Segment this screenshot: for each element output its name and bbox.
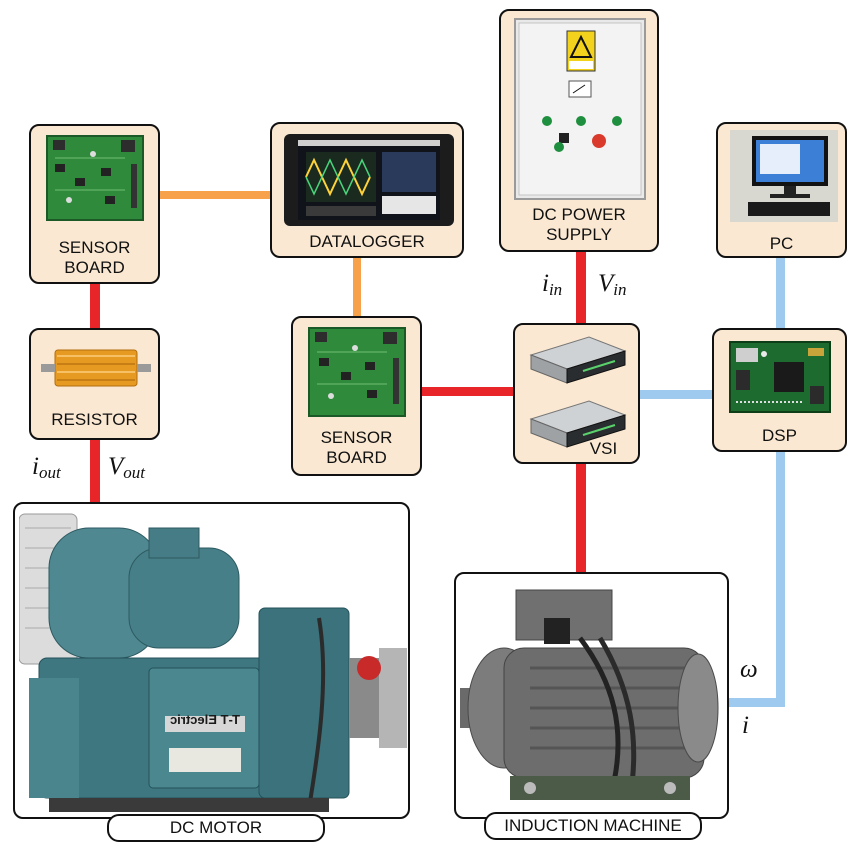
resistor-box: RESISTOR [29, 328, 160, 440]
v-in-symbol: Vin [598, 270, 627, 299]
induction-machine-box [454, 572, 729, 819]
datalogger-box: DATALOGGER [270, 122, 464, 258]
omega-symbol: ω [740, 656, 758, 683]
dc-power-supply-label: DC POWER SUPPLY [532, 205, 626, 244]
sensor-board-top-label: SENSOR BOARD [58, 238, 131, 277]
dc-motor-box: T-T Electric [13, 502, 410, 819]
wire-sensor-to-resistor [90, 281, 100, 333]
dsp-box: DSP [712, 328, 847, 452]
vsi-label: VSI [589, 439, 618, 458]
vsi-box: VSI [513, 323, 640, 464]
pc-icon [730, 130, 838, 222]
sensor-board-icon [308, 327, 406, 417]
wire-dsp-down [776, 450, 785, 706]
i-out-symbol: iout [32, 453, 61, 482]
induction-machine-label: INDUCTION MACHINE [484, 812, 702, 840]
wire-sensor-to-vsi [420, 387, 516, 396]
wire-supply-to-vsi [576, 250, 586, 326]
dsp-board-icon [729, 341, 831, 413]
wire-pc-to-dsp [776, 258, 785, 330]
current-symbol: i [742, 712, 749, 739]
v-out-symbol: Vout [108, 453, 146, 482]
dc-motor-label: DC MOTOR [107, 814, 325, 842]
wire-datalogger-to-sensor [353, 256, 361, 316]
wire-resistor-to-motor [90, 438, 100, 504]
sensor-board-icon [46, 135, 144, 221]
pc-label: PC [769, 234, 794, 253]
wire-sensor-to-datalogger [158, 191, 273, 199]
wire-vsi-to-induction [576, 462, 586, 574]
induction-machine-icon [460, 589, 719, 800]
inverter-module-icon [529, 336, 627, 384]
inverter-module-icon [529, 400, 627, 448]
power-cabinet-icon [514, 18, 646, 200]
motor-plate-text: T-T Electric [169, 712, 241, 727]
resistor-label: RESISTOR [51, 410, 138, 429]
resistor-icon [41, 349, 151, 387]
sensor-board-mid: SENSOR BOARD [291, 316, 422, 476]
i-in-symbol: iin [542, 270, 563, 299]
sensor-board-mid-label: SENSOR BOARD [320, 428, 393, 467]
datalogger-label: DATALOGGER [309, 232, 425, 251]
wire-dsp-to-induction [710, 698, 785, 707]
datalogger-icon [284, 134, 454, 226]
sensor-board-top: SENSOR BOARD [29, 124, 160, 284]
wire-vsi-to-dsp [638, 390, 714, 399]
dsp-label: DSP [762, 426, 797, 445]
dc-power-supply-box: DC POWER SUPPLY [499, 9, 659, 252]
pc-box: PC [716, 122, 847, 258]
dc-motor-icon [19, 513, 407, 812]
